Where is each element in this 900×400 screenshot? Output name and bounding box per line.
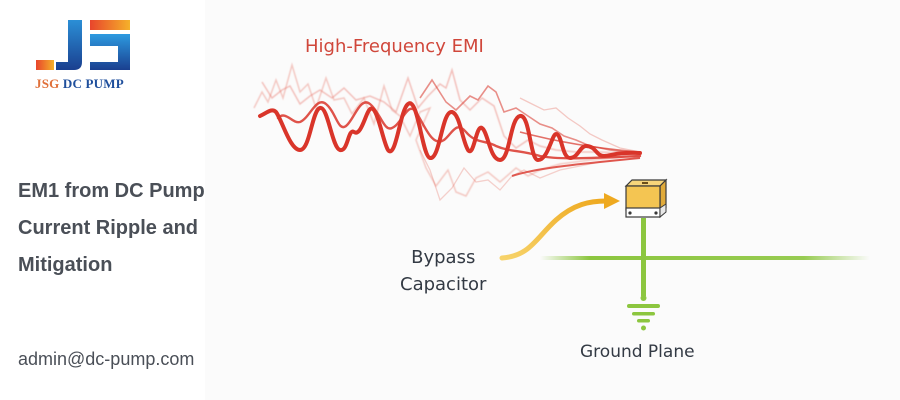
logo-s-top	[90, 20, 130, 30]
ground-symbol-icon	[627, 304, 660, 331]
logo-j	[56, 20, 82, 70]
capacitor-component-icon	[624, 178, 668, 219]
emi-wave-tail	[511, 157, 641, 177]
ground-plane-label: Ground Plane	[580, 342, 695, 362]
emi-waves	[253, 62, 642, 202]
emi-wave-faint-4	[419, 149, 641, 202]
emi-label: High-Frequency EMI	[305, 36, 484, 57]
diagram-background	[205, 0, 900, 400]
brand-name-dcpump: DC PUMP	[62, 76, 124, 91]
emi-wave-tail-2	[519, 131, 641, 153]
bypass-capacitor-label: Bypass Capacitor	[400, 244, 486, 298]
emi-wave-faint-3	[419, 78, 641, 155]
capacitor-lead	[641, 218, 646, 296]
emi-wave-faint-5	[519, 97, 641, 153]
emi-wave-main	[258, 101, 642, 163]
title-line-1: EM1 from DC Pump	[18, 180, 205, 202]
logo-dot	[36, 60, 54, 70]
arrow-to-capacitor	[499, 193, 620, 261]
brand-logo	[36, 20, 130, 70]
title-line-3: Mitigation	[18, 254, 113, 276]
article-title: EM1 from DC Pump Current Ripple and Miti…	[18, 173, 248, 284]
lead-node	[640, 295, 647, 301]
bypass-label-line-2: Capacitor	[400, 274, 487, 295]
emi-wave-faint-1	[253, 62, 641, 197]
emi-wave-faint-2	[261, 67, 641, 155]
left-panel: JSG DC PUMP EM1 from DC Pump Current Rip…	[0, 0, 205, 400]
brand-name-jsg: JSG	[35, 76, 60, 91]
brand-name: JSG DC PUMP	[35, 76, 124, 92]
arrow-head-icon	[604, 193, 620, 209]
arrow-shaft	[499, 198, 609, 261]
emi-wave-secondary	[276, 101, 642, 160]
title-line-2: Current Ripple and	[18, 217, 199, 239]
bypass-label-line-1: Bypass	[411, 247, 476, 268]
contact-email[interactable]: admin@dc-pump.com	[18, 349, 195, 369]
ground-plane-line	[540, 256, 870, 260]
logo-s	[90, 34, 130, 70]
